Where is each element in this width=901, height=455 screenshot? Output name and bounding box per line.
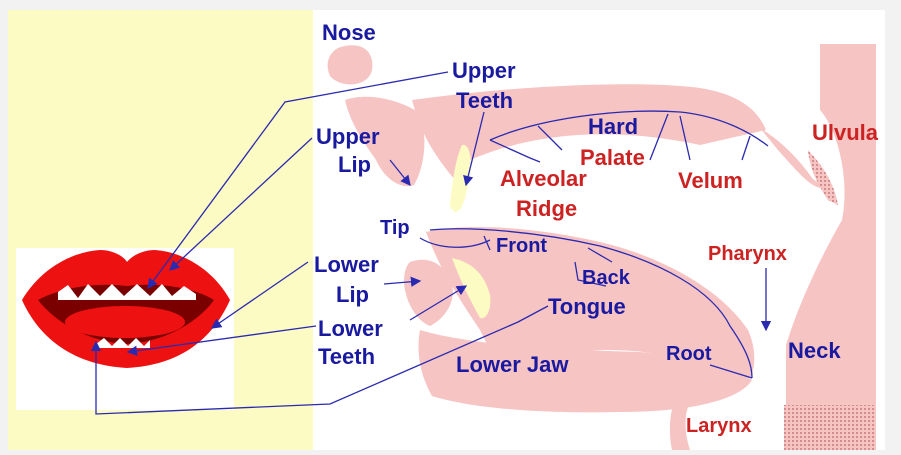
- label-upper-lip-1: Upper: [316, 124, 380, 149]
- label-lower-lip-1: Lower: [314, 252, 379, 277]
- label-upper-teeth-2: Teeth: [456, 88, 513, 113]
- label-tongue: Tongue: [548, 294, 626, 319]
- label-palate: Palate: [580, 145, 645, 170]
- label-hard: Hard: [588, 114, 638, 139]
- larynx-texture: [784, 405, 876, 450]
- label-upper-lip-2: Lip: [338, 152, 371, 177]
- label-back: Back: [582, 267, 631, 289]
- label-front: Front: [496, 235, 547, 257]
- label-lower-teeth-2: Teeth: [318, 344, 375, 369]
- label-upper-teeth-1: Upper: [452, 58, 516, 83]
- label-root: Root: [666, 343, 712, 365]
- label-alveolar: Alveolar: [500, 166, 587, 191]
- label-velum: Velum: [678, 168, 743, 193]
- label-lower-lip-2: Lip: [336, 282, 369, 307]
- label-neck: Neck: [788, 338, 841, 363]
- label-uvula: Ulvula: [812, 120, 879, 145]
- label-ridge: Ridge: [516, 196, 577, 221]
- front-tongue: [65, 306, 185, 338]
- label-lower-jaw: Lower Jaw: [456, 352, 569, 377]
- label-larynx: Larynx: [686, 415, 752, 437]
- label-pharynx: Pharynx: [708, 243, 787, 265]
- label-nose: Nose: [322, 20, 376, 45]
- label-lower-teeth-1: Lower: [318, 316, 383, 341]
- nose-shape: [328, 45, 373, 84]
- label-tip: Tip: [380, 217, 410, 239]
